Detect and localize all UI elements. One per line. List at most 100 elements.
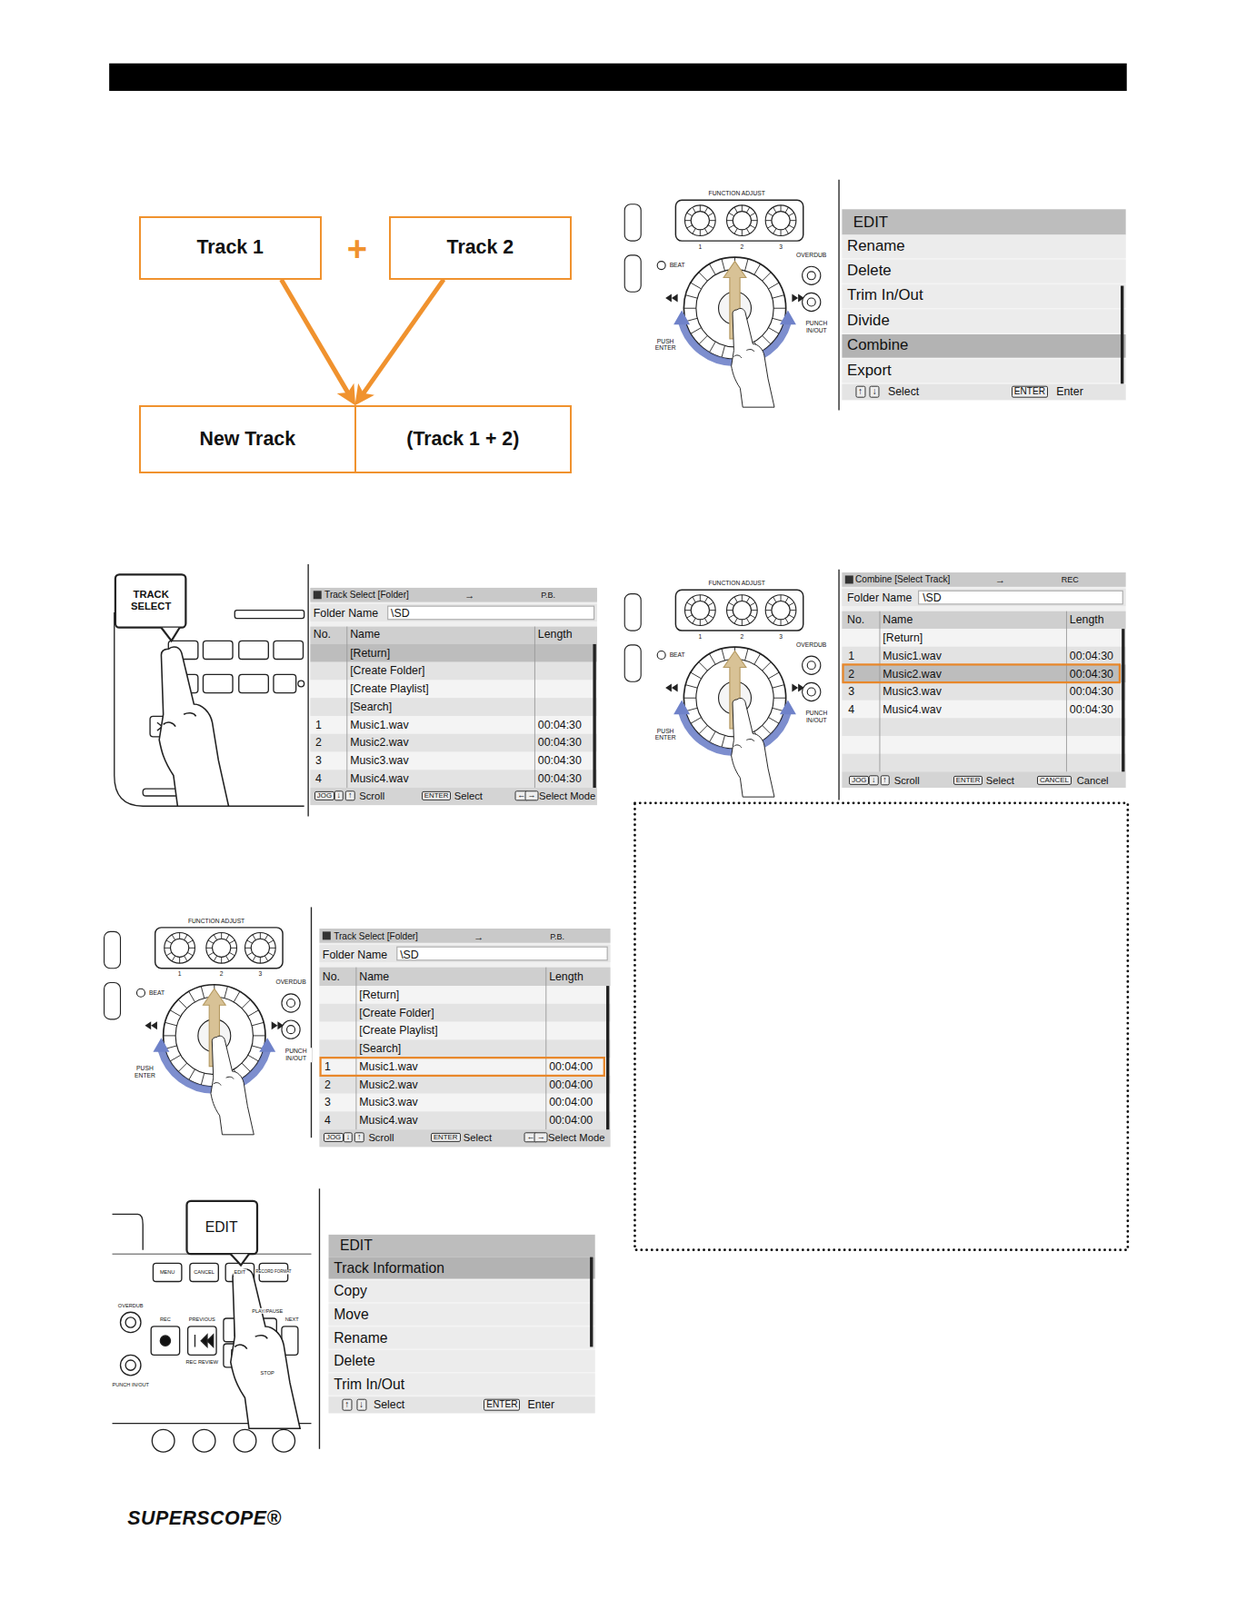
jog-segment: [189, 991, 196, 1003]
divider-line: [837, 179, 839, 411]
screen-part: [319, 967, 610, 987]
label-text: Music2.wav: [359, 1078, 418, 1092]
screen-part: [309, 662, 598, 681]
screen-part: [841, 588, 1126, 607]
screen-part: [309, 788, 598, 806]
label-text: [Create Playlist]: [349, 682, 429, 696]
track-select-panel: [114, 564, 309, 817]
screen-part: [329, 1374, 596, 1397]
knob-grip: [704, 597, 708, 603]
lcd-screen: [309, 588, 598, 806]
knob-grip: [773, 207, 777, 213]
screen-part: [841, 700, 1126, 719]
screen-part: [309, 588, 598, 603]
beat-led: [657, 261, 666, 270]
label-text: MENU: [159, 1269, 177, 1276]
screen-part: [841, 259, 1126, 284]
screen-part: [313, 590, 322, 599]
knob-grip: [741, 229, 743, 237]
knob-grip: [684, 609, 691, 611]
key-cap: ↑: [345, 790, 355, 801]
screen-part: [841, 628, 1126, 648]
label-text: Select Mode: [548, 1132, 605, 1145]
knob-grip: [728, 615, 735, 619]
label-text: PUNCH IN/OUT: [279, 1047, 313, 1062]
screen-part: [309, 644, 598, 663]
knob-grip: [171, 956, 175, 962]
screen-part: [319, 986, 610, 1005]
jog-segment: [708, 731, 716, 743]
jack-hole: [807, 271, 816, 280]
label-text: 2: [219, 971, 224, 979]
knob-grip: [749, 212, 756, 216]
screen-part: [841, 209, 1126, 400]
screen-part: [841, 647, 1126, 666]
knob-grip: [788, 602, 795, 606]
label-text: BEAT: [669, 261, 686, 270]
label-text: 00:04:00: [548, 1114, 593, 1128]
knob-grip: [268, 940, 274, 944]
knob-panel: [675, 589, 803, 631]
knob-grip: [687, 602, 693, 606]
jog-segment: [698, 725, 709, 735]
label-text: Scroll: [894, 775, 920, 788]
jog-segment: [768, 328, 779, 335]
knob-grip: [708, 225, 714, 229]
label-text: [Return]: [349, 647, 390, 660]
knob-grip: [220, 957, 222, 964]
jack-hole: [807, 661, 816, 670]
knob-grip: [164, 947, 171, 949]
screen-part: [309, 734, 598, 753]
knob: [164, 932, 196, 964]
label-text: [Search]: [349, 700, 392, 714]
side-button: [624, 255, 641, 292]
label-text: Name: [882, 613, 913, 627]
jog-segment: [241, 999, 251, 1009]
knob-grip: [189, 947, 196, 949]
jog-segment: [698, 335, 709, 345]
key-cap: ENTER: [421, 791, 452, 801]
screen-part: [1121, 628, 1125, 772]
knob-grip: [785, 207, 789, 213]
key-cap: ENTER: [1011, 386, 1048, 399]
screen-part: [918, 590, 1124, 605]
knob-grip: [750, 219, 758, 221]
label-text: Folder Name: [322, 948, 388, 962]
screen-part: [841, 754, 1126, 773]
screen-part: [841, 384, 1126, 401]
label-text: EDIT: [205, 1219, 239, 1237]
knob-cap: [771, 601, 790, 620]
label-text: \SD: [922, 591, 942, 605]
process-box: New Track(Track 1 + 2): [139, 405, 572, 474]
screen-part: [319, 928, 610, 1148]
side-button: [624, 204, 641, 241]
screen-part: [589, 1257, 593, 1348]
knob-grip: [179, 957, 180, 964]
label-text: BEAT: [149, 989, 165, 998]
jog-segment: [683, 698, 696, 699]
knob-grip: [746, 597, 749, 603]
label-text: [Return]: [882, 631, 923, 645]
jog-segment: [163, 1035, 176, 1037]
jog-segment: [189, 1069, 196, 1081]
knob-cap: [690, 211, 709, 230]
jog-segment: [768, 282, 779, 290]
screen-part: [309, 716, 598, 735]
knob-grip: [734, 207, 738, 213]
jog-segment: [200, 1073, 204, 1086]
side-button: [104, 931, 121, 968]
jog-segment: [690, 282, 702, 290]
screen-part: [309, 627, 598, 645]
beat-led: [657, 651, 666, 660]
jog-segment: [169, 1010, 181, 1018]
jog-segment: [762, 725, 772, 735]
screen-part: [329, 1280, 596, 1303]
label-text: +: [347, 229, 368, 270]
jog-segment: [762, 335, 772, 345]
jog-segment: [251, 1022, 264, 1026]
lcd-menu: [841, 209, 1126, 400]
label-text: EDIT: [853, 213, 888, 231]
divider-line: [837, 569, 839, 801]
label-text: \SD: [390, 607, 410, 620]
label-text: Delete: [333, 1353, 375, 1370]
